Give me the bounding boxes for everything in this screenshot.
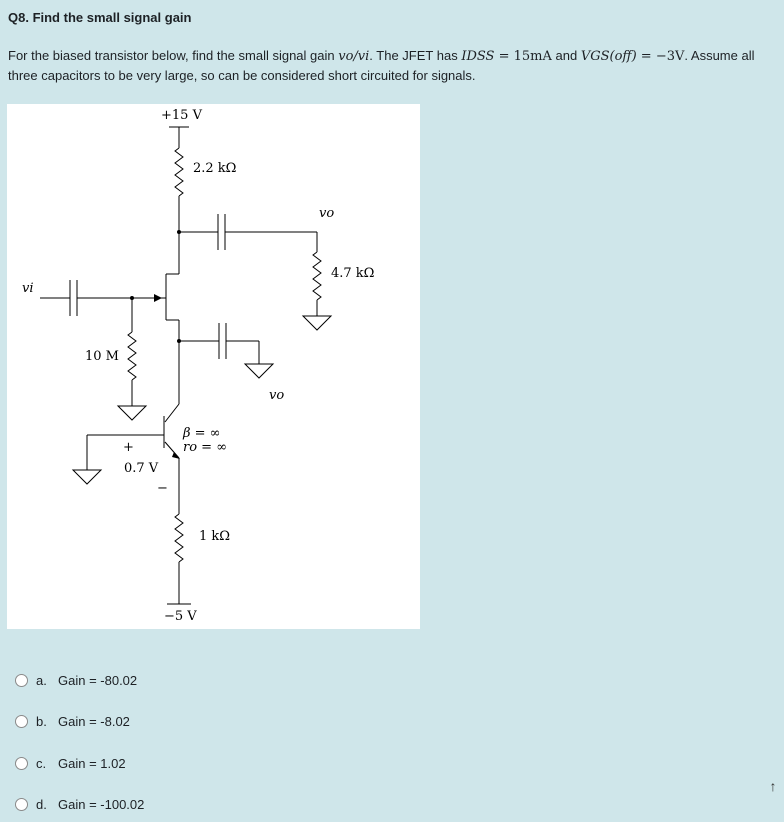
option-c[interactable]: c. Gain = 1.02 (15, 756, 126, 771)
radio-option-a[interactable] (15, 674, 28, 687)
question-text-part: . The JFET has (369, 48, 462, 63)
question-title: Q8. Find the small signal gain (8, 10, 192, 25)
question-text: For the biased transistor below, find th… (8, 46, 778, 85)
option-letter: b. (36, 714, 47, 729)
bjt-emitter-arrow (172, 452, 180, 459)
junction-dot (130, 296, 134, 300)
vi-label: vi (22, 281, 34, 296)
radio-option-b[interactable] (15, 715, 28, 728)
vgsoff-symbol: VGS(off) (580, 49, 637, 64)
option-d[interactable]: d. Gain = -100.02 (15, 797, 144, 812)
supply-top-label: +15 V (161, 108, 203, 123)
emitter-resistor-label: 1 kΩ (199, 529, 230, 544)
option-text: Gain = 1.02 (58, 756, 126, 771)
ground-symbol (243, 363, 275, 379)
drain-resistor-label: 2.2 kΩ (193, 161, 236, 176)
vo-label-mid: vo (269, 388, 284, 403)
ground-symbol (71, 469, 103, 485)
load-resistor-symbol (312, 251, 322, 301)
junction-dot (177, 339, 181, 343)
vo-label-top: vo (319, 206, 334, 221)
beta-label: β = ∞ (182, 426, 221, 441)
ro-label: ro = ∞ (183, 440, 227, 455)
option-text: Gain = -100.02 (58, 797, 145, 812)
ground-symbol (116, 405, 148, 421)
question-text-part: For the biased transistor below, find th… (8, 48, 339, 63)
ground-symbol (301, 315, 333, 331)
jfet-gate-arrow (154, 294, 162, 302)
circuit-diagram: +15 V 2.2 kΩ vo 4.7 kΩ vi 10 M vo β = ∞ … (7, 104, 420, 629)
option-a[interactable]: a. Gain = -80.02 (15, 673, 137, 688)
idss-symbol: IDSS (461, 49, 495, 64)
bjt-collector (164, 403, 180, 423)
option-text: Gain = -80.02 (58, 673, 138, 688)
radio-option-d[interactable] (15, 798, 28, 811)
supply-bottom-label: −5 V (164, 609, 197, 624)
option-letter: a. (36, 673, 47, 688)
idss-value: = 15mA (494, 49, 552, 64)
radio-option-c[interactable] (15, 757, 28, 770)
vbe-plus-label: + (123, 440, 134, 455)
gate-resistor-label: 10 M (85, 349, 119, 364)
vgsoff-value: = −3V (636, 49, 685, 64)
option-letter: d. (36, 797, 47, 812)
junction-dot (177, 230, 181, 234)
drain-resistor-symbol (174, 147, 184, 197)
question-text-part: and (551, 48, 581, 63)
question-text-part: . Assume all three capacitors to be very… (8, 48, 755, 83)
vbe-minus-label: − (157, 481, 168, 496)
emitter-resistor-symbol (174, 513, 184, 563)
gate-resistor-symbol (127, 331, 137, 381)
load-resistor-label: 4.7 kΩ (331, 266, 374, 281)
option-b[interactable]: b. Gain = -8.02 (15, 714, 130, 729)
option-letter: c. (36, 756, 47, 771)
gain-expression: vo/vi (338, 49, 370, 64)
up-arrow-icon[interactable]: ↑ (769, 778, 777, 794)
option-text: Gain = -8.02 (58, 714, 130, 729)
circuit-schematic: +15 V 2.2 kΩ vo 4.7 kΩ vi 10 M vo β = ∞ … (22, 108, 374, 624)
vbe-label: 0.7 V (124, 461, 159, 476)
